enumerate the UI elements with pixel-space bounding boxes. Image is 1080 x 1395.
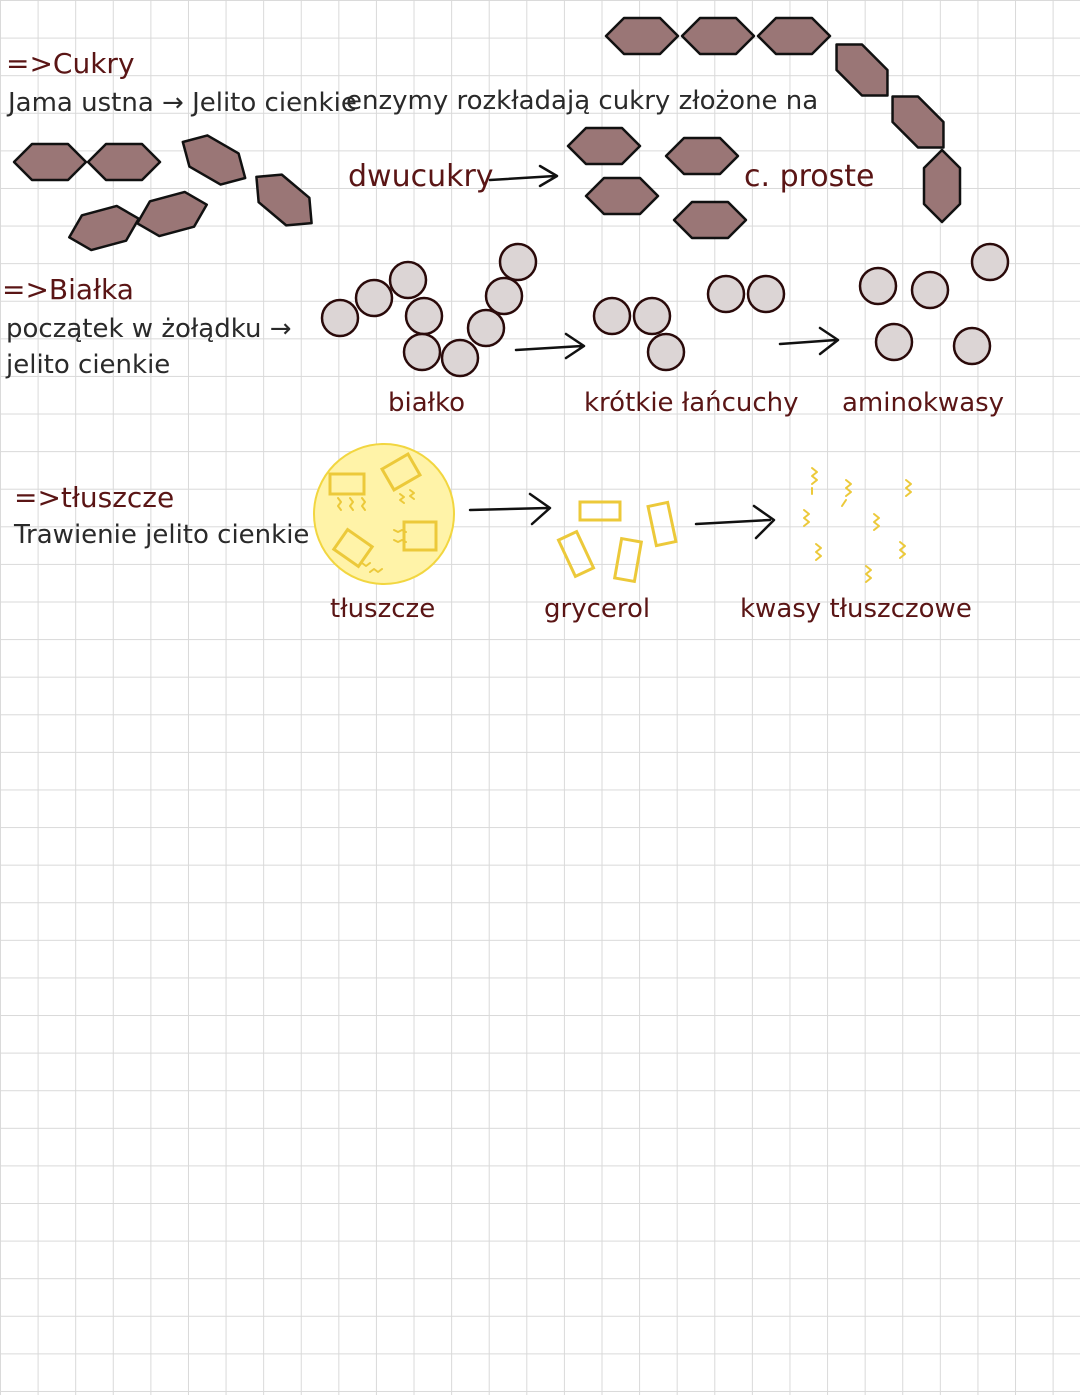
amino-acid-circle xyxy=(320,298,360,338)
short-chains xyxy=(592,274,786,372)
amino-acid-circle xyxy=(388,260,428,300)
hexagon-icon xyxy=(172,125,256,195)
amino-acid-circle xyxy=(706,274,746,314)
fat-droplet xyxy=(313,443,455,585)
fats-heading: =>tłuszcze xyxy=(14,481,175,514)
amino-acid-circle xyxy=(404,296,444,336)
proteins-line2: jelito cienkie xyxy=(6,350,171,380)
hexagon-icon xyxy=(584,176,660,216)
amino-acid-circle xyxy=(746,274,786,314)
proteins-line1: początek w żołądku → xyxy=(6,314,292,344)
fatty-acid-zigzag xyxy=(337,497,366,511)
hexagon-icon xyxy=(664,136,740,176)
complex-sugar-chain xyxy=(604,16,962,224)
glycerol-rect-icon xyxy=(379,452,423,492)
fatty-acid-zigzag xyxy=(815,543,822,561)
glycerol-rect-icon xyxy=(328,472,366,496)
disaccharides-label: dwucukry xyxy=(348,159,494,194)
fat-droplet-circle xyxy=(313,443,455,585)
amino-acid-circle xyxy=(910,270,950,310)
proteins-heading: =>Białka xyxy=(2,273,134,306)
glycerol-rect-icon xyxy=(612,536,644,584)
hexagon-icon xyxy=(672,200,748,240)
amino-acid-circle xyxy=(646,332,686,372)
hexagon-icon xyxy=(243,161,325,239)
fatty-acid-zigzag xyxy=(803,509,810,527)
hexagon-icon xyxy=(566,126,642,166)
amino-acid-circle xyxy=(440,338,480,378)
hexagon-icon xyxy=(878,82,958,162)
amino-acid-circle xyxy=(592,296,632,336)
sugar-chain-left xyxy=(12,125,325,256)
hexagon-icon xyxy=(756,16,832,56)
hexagon-icon xyxy=(131,186,213,242)
protein-chain xyxy=(320,242,538,378)
fatty-acid-zigzag xyxy=(399,489,415,504)
hexagon-icon xyxy=(604,16,680,56)
amino-acid-circle xyxy=(632,296,672,336)
fatty-acid-zigzag xyxy=(393,529,407,543)
fatty-acid-zigzag xyxy=(357,562,383,573)
fatty-acid-zigzag xyxy=(899,541,906,559)
amino-acids-label: aminokwasy xyxy=(842,388,1005,418)
amino-acid-circle xyxy=(354,278,394,318)
hexagon-icon xyxy=(63,200,145,256)
glycerol-molecules xyxy=(556,500,678,584)
fatty-acid-zigzag xyxy=(841,479,852,507)
amino-acid-circle xyxy=(952,326,992,366)
simple-sugars xyxy=(566,126,748,240)
short-chains-label: krótkie łańcuchy xyxy=(584,388,799,418)
hexagon-icon xyxy=(680,16,756,56)
arrow-icon xyxy=(488,164,559,188)
glycerol-rect-icon xyxy=(402,520,438,552)
fatty-acid-zigzag xyxy=(811,467,818,495)
enzyme-text: enzymy rozkładają cukry złożone na xyxy=(346,86,819,116)
arrow-icon xyxy=(514,332,586,360)
glycerol-label: grycerol xyxy=(544,594,651,624)
fat-label: tłuszcze xyxy=(330,594,436,624)
fatty-acid-zigzag xyxy=(905,479,912,497)
fats-line1: Trawienie jelito cienkie xyxy=(14,520,310,550)
glycerol-rect-icon xyxy=(578,500,622,522)
amino-acid-circle xyxy=(498,242,538,282)
amino-acid-circle xyxy=(466,308,506,348)
glycerol-rect-icon xyxy=(331,527,375,569)
glycerol-rect-icon xyxy=(646,500,678,548)
glycerol-rect-icon xyxy=(556,529,596,579)
arrow-icon xyxy=(778,326,840,356)
amino-acid-circle xyxy=(484,276,524,316)
hexagon-icon xyxy=(12,142,88,182)
protein-label: białko xyxy=(388,388,466,418)
fatty-acid-zigzag xyxy=(865,565,872,583)
sugars-heading: =>Cukry xyxy=(6,47,135,80)
fatty-acid-zigzag xyxy=(873,513,880,531)
amino-acid-circle xyxy=(858,266,898,306)
arrow-icon xyxy=(694,504,776,540)
amino-acid-circle xyxy=(874,322,914,362)
fatty-acids-label: kwasy tłuszczowe xyxy=(740,594,972,624)
arrow-icon xyxy=(468,492,552,526)
hexagon-icon xyxy=(922,148,962,224)
hexagon-icon xyxy=(822,30,902,110)
amino-acid-circle xyxy=(970,242,1010,282)
sugars-path-text: Jama ustna → Jelito cienkie xyxy=(8,88,357,118)
amino-acids xyxy=(858,242,1010,366)
hexagon-icon xyxy=(86,142,162,182)
fatty-acids xyxy=(803,467,912,583)
simple-sugars-label: c. proste xyxy=(744,159,875,194)
amino-acid-circle xyxy=(402,332,442,372)
